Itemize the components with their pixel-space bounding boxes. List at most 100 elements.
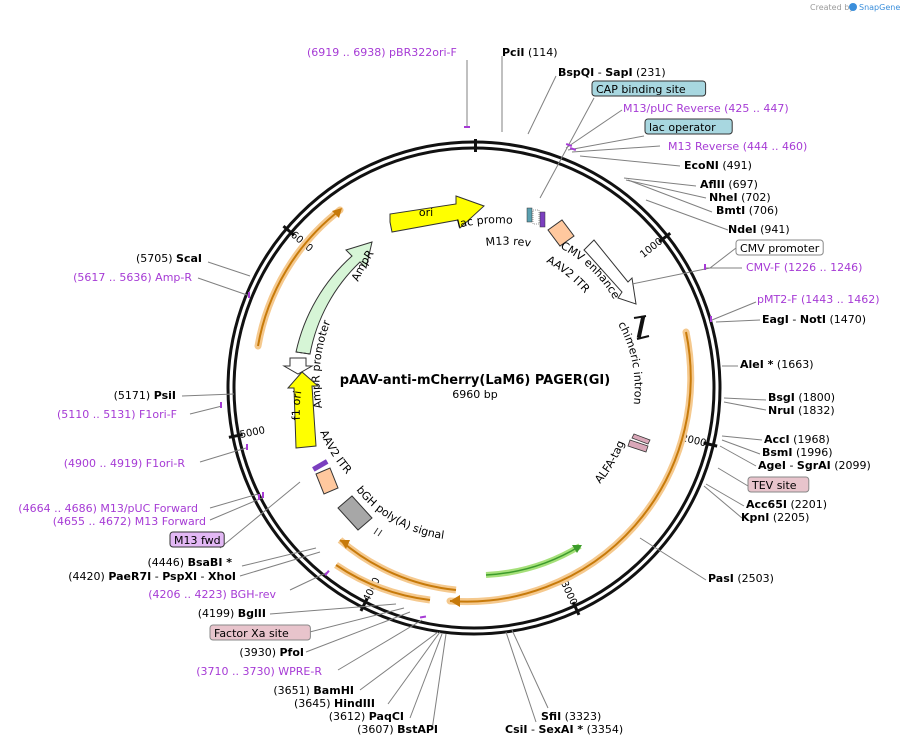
lac-region-feature (526, 207, 546, 228)
primer-label: (6919 .. 6938) pBR322ori-F (307, 46, 457, 59)
site-pos: (3612) (329, 710, 366, 723)
site-pos: (702) (741, 191, 771, 204)
site-pos: (5705) (136, 252, 173, 265)
primer-label: M13/pUC Reverse (425 .. 447) (623, 102, 789, 115)
aav2-itr-left-label: AAV2 ITR (317, 428, 354, 477)
site-pos: (1968) (793, 433, 830, 446)
site-pos: (4446) (148, 556, 185, 569)
f1-ori-label: f1 ori (290, 390, 305, 421)
ann-kpni: KpnI (2205) (741, 511, 809, 524)
site-label: Acc65I (2201) (746, 498, 827, 511)
site-label: BspQI - SapI (231) (558, 66, 666, 79)
ampr-feature (295, 241, 373, 355)
aav2-itr-left-feature (312, 459, 339, 495)
ann-nrui: NruI (1832) (768, 404, 835, 417)
ann-sfii: SfiI (3323) (541, 710, 601, 723)
tick-mark (703, 441, 718, 448)
site-name: BglII (238, 607, 266, 620)
ann-bstapi: (3607) BstAPI (357, 723, 438, 736)
tick-mark (282, 225, 296, 237)
site-name: BsmI (762, 446, 793, 459)
site-label: AflII (697) (700, 178, 758, 191)
ann-tev: TEV site (747, 476, 810, 493)
feature-box (209, 624, 311, 641)
ann-cap: CAP binding site (591, 80, 707, 97)
ann-factor-xa: Factor Xa site (209, 624, 311, 641)
site-name: SfiI (541, 710, 561, 723)
site-name: AgeI (758, 459, 786, 472)
tick-label: 1000 (638, 236, 665, 260)
site-pos: (2205) (773, 511, 810, 524)
site-name: BstAPI (397, 723, 438, 736)
site-label: (3645) HindIII (294, 697, 375, 710)
feature-box (735, 239, 824, 256)
ann-m13-rev: M13 Reverse (444 .. 460) (668, 140, 807, 153)
site-pos: (3607) (357, 723, 394, 736)
site-pos: (706) (749, 204, 779, 217)
site-name: NheI (709, 191, 738, 204)
orf-arc-bottom-outer (337, 537, 457, 594)
site-label: (3607) BstAPI (357, 723, 438, 736)
ann-m13-forward: (4655 .. 4672) M13 Forward (53, 515, 206, 528)
lac-promoter-label: lac promoter (0, 0, 514, 231)
site-name: PaeR7I (108, 570, 151, 583)
feature-box-label: M13 fwd (174, 534, 221, 547)
alfa-tag-label: ALFA-tag (592, 439, 627, 486)
primer-label: CMV-F (1226 .. 1246) (746, 261, 862, 274)
ann-m13puc-rev: M13/pUC Reverse (425 .. 447) (623, 102, 789, 115)
leader-lines (181, 56, 767, 731)
site-label: (4199) BglII (198, 607, 266, 620)
feature-box (591, 80, 707, 97)
orf-arcs (254, 206, 695, 607)
ann-pbr322ori-f: (6919 .. 6938) pBR322ori-F (307, 46, 457, 59)
site-label: EcoNI (491) (684, 159, 752, 172)
site-label: AgeI - SgrAI (2099) (758, 459, 871, 472)
site-label: (5171) PsiI (114, 389, 176, 402)
ann-m13-fwd: M13 fwd (169, 531, 225, 548)
ann-eagi-noti: EagI - NotI (1470) (762, 313, 866, 326)
backbone (226, 139, 722, 636)
bgh-polya-feature (337, 495, 383, 537)
ann-acci: AccI (1968) (764, 433, 830, 446)
feature-box-label: lac operator (649, 121, 716, 134)
site-name: BsaBI * (188, 556, 233, 569)
ann-cmv-f: CMV-F (1226 .. 1246) (746, 261, 862, 274)
site-name: BamHI (313, 684, 354, 697)
primer-label: pMT2-F (1443 .. 1462) (757, 293, 880, 306)
ann-psii: (5171) PsiI (114, 389, 176, 402)
ann-acc65i: Acc65I (2201) (746, 498, 827, 511)
site-pos: (2201) (790, 498, 827, 511)
tick-mark (658, 231, 672, 243)
site-name: SapI (605, 66, 632, 79)
site-pos: (114) (528, 46, 558, 59)
ann-amp-r: (5617 .. 5636) Amp-R (73, 271, 192, 284)
site-name: AccI (764, 433, 790, 446)
ann-bsgi: BsgI (1800) (768, 391, 835, 404)
tick-mark (571, 601, 581, 616)
feature-box (169, 531, 225, 548)
site-name: Acc65I (746, 498, 787, 511)
primer-label: M13 Reverse (444 .. 460) (668, 140, 807, 153)
ori-label: ori (419, 206, 433, 219)
primer-marks (220, 126, 712, 619)
ann-pfoi: (3930) PfoI (239, 646, 304, 659)
feature-box (644, 118, 733, 135)
site-name: PasI (708, 572, 734, 585)
ann-alei: AleI * (1663) (740, 358, 814, 371)
ann-bgh-rev: (4206 .. 4223) BGH-rev (148, 588, 276, 601)
site-label: NdeI (941) (728, 223, 790, 236)
feature-box-label: Factor Xa site (214, 627, 289, 640)
site-pos: (231) (636, 66, 666, 79)
site-label: (4446) BsaBI * (148, 556, 233, 569)
site-name: EcoNI (684, 159, 719, 172)
tick-mark (228, 433, 243, 439)
site-name: SexAI * (538, 723, 583, 736)
site-name: AleI * (740, 358, 774, 371)
site-label: EagI - NotI (1470) (762, 313, 866, 326)
ann-lac-operator: lac operator (644, 118, 733, 135)
site-label: (3612) PaqCI (329, 710, 404, 723)
site-name: HindIII (334, 697, 375, 710)
ann-bmti: BmtI (706) (716, 204, 778, 217)
site-pos: (3645) (294, 697, 331, 710)
